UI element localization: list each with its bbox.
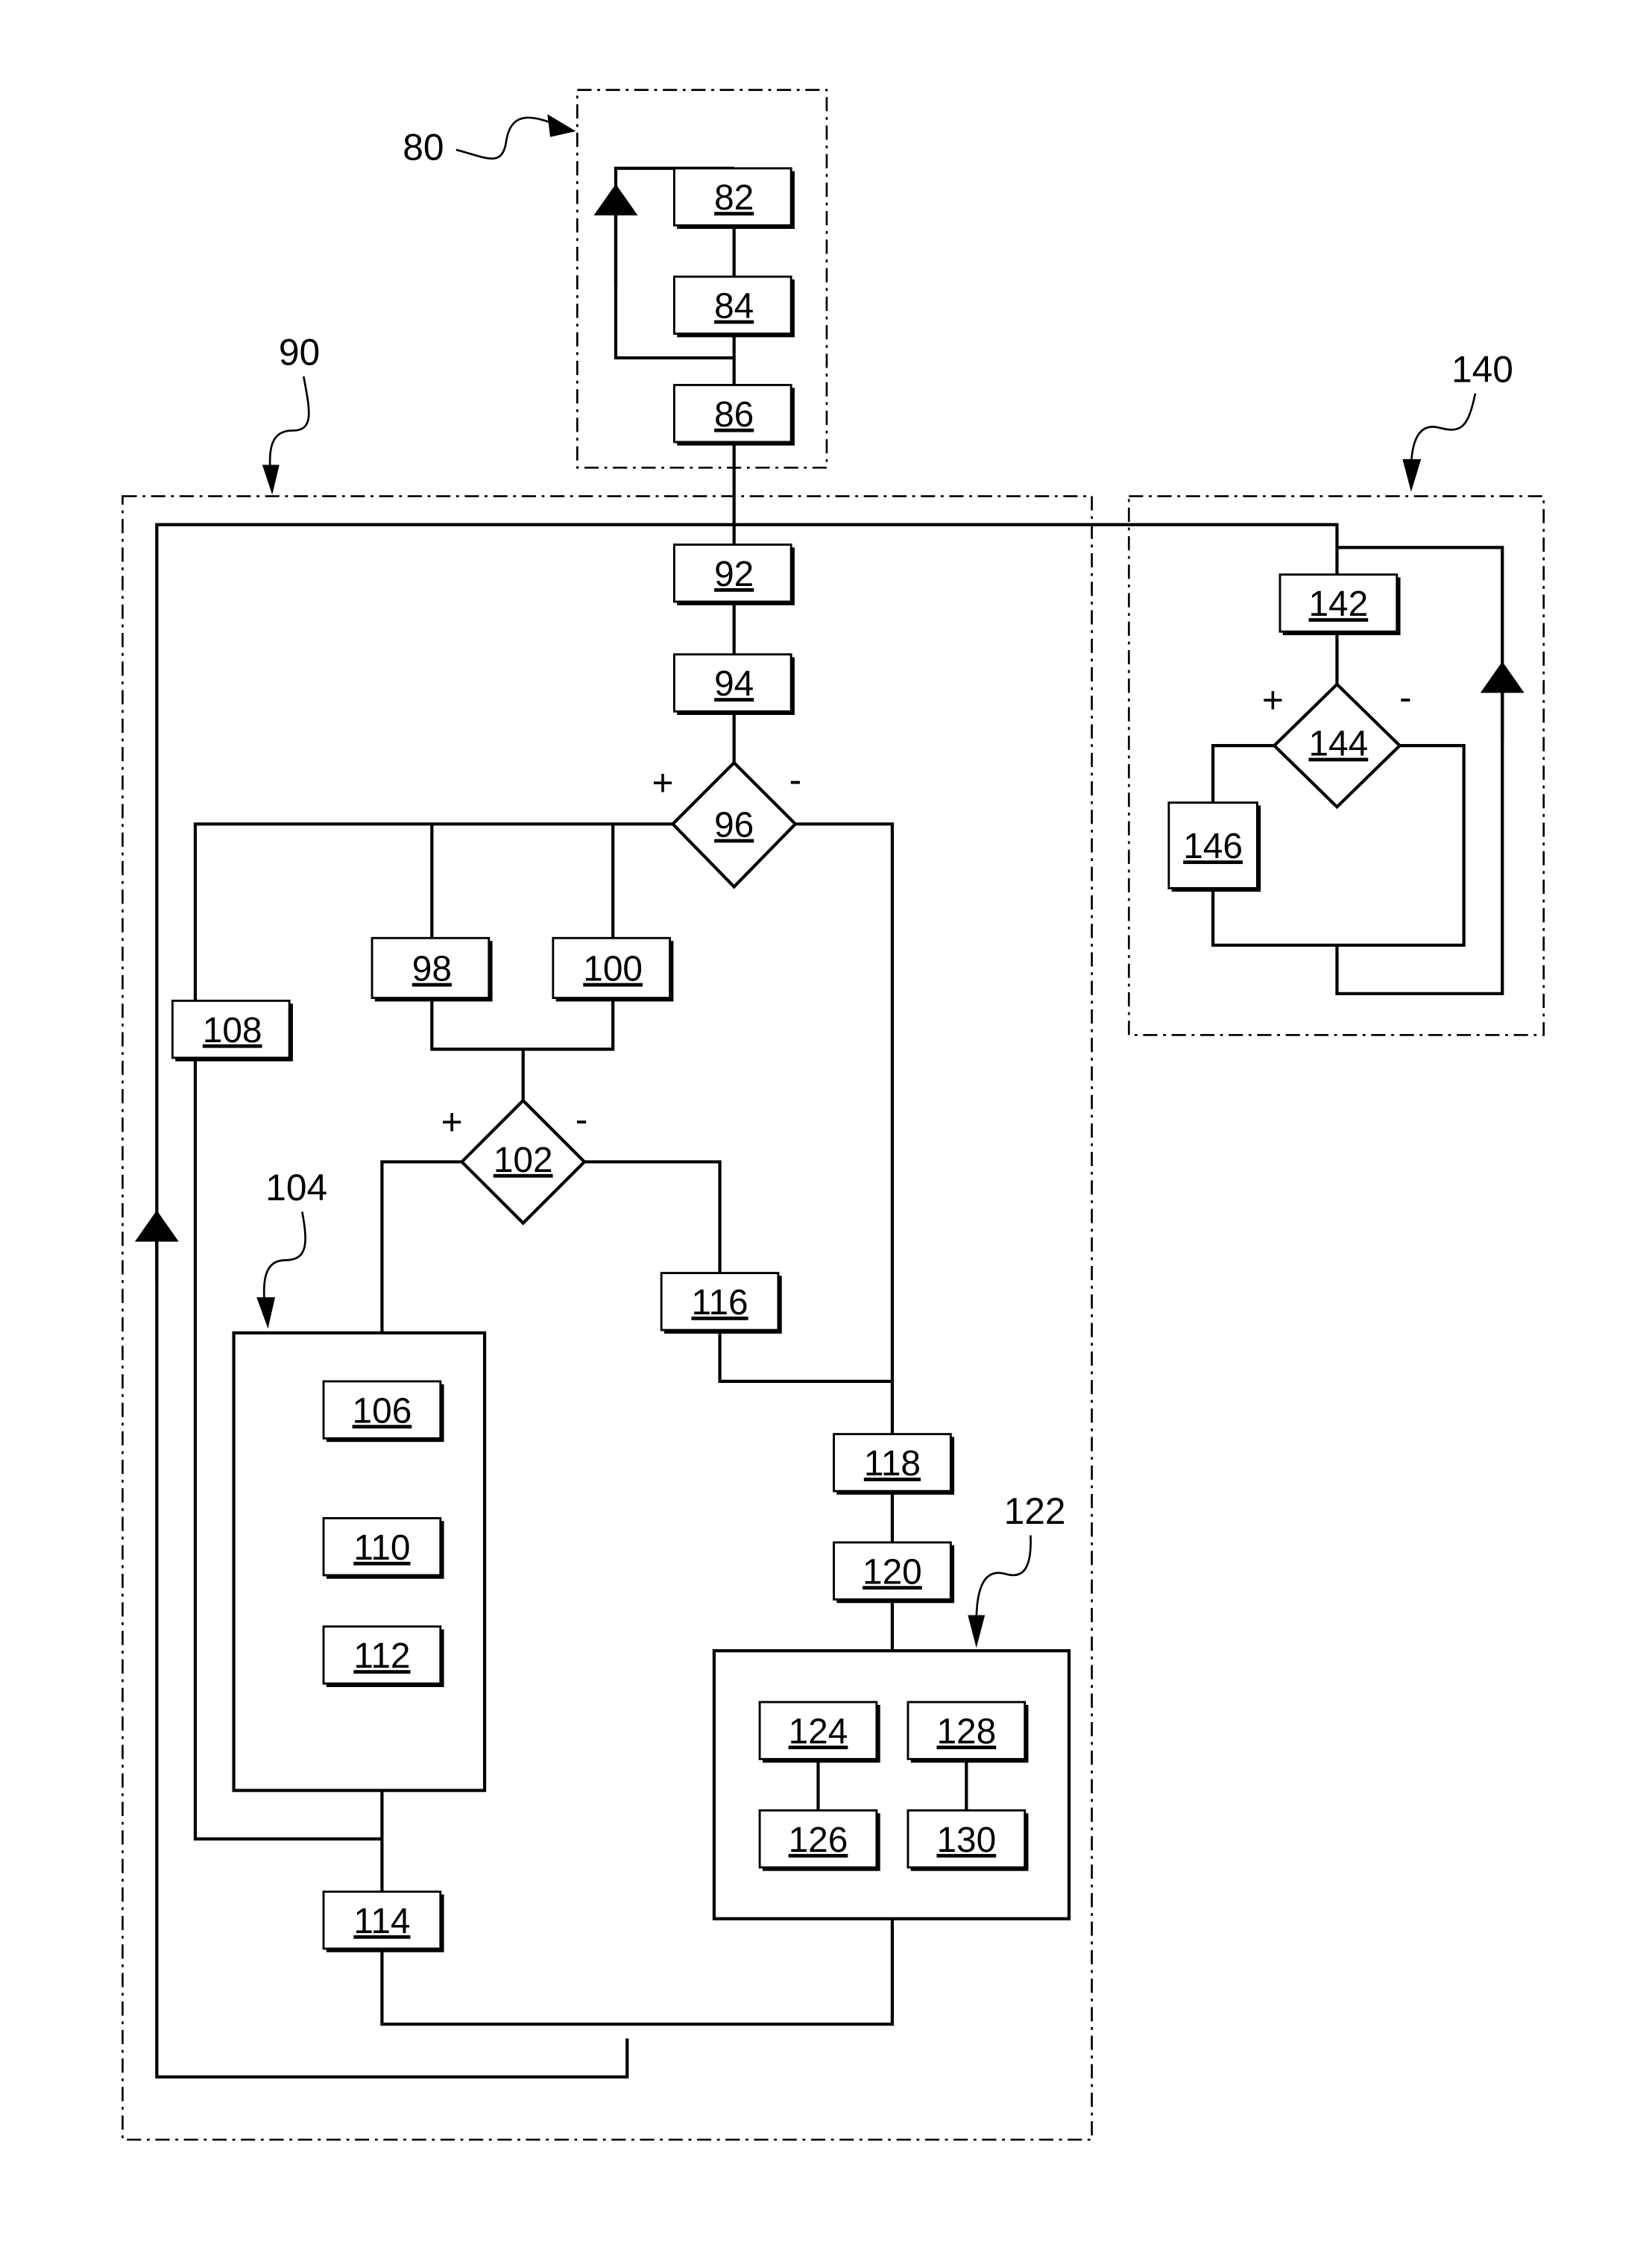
step-114[interactable]: 114 [322, 1890, 444, 1952]
step-110[interactable]: 110 [322, 1517, 444, 1579]
svg-text:-: - [789, 759, 802, 801]
svg-text:90: 90 [279, 332, 320, 374]
step-98[interactable]: 98 [371, 936, 493, 1002]
svg-text:86: 86 [714, 395, 754, 435]
step-86[interactable]: 86 [672, 383, 795, 446]
decision-96[interactable]: 96 + - [652, 759, 802, 889]
step-100[interactable]: 100 [552, 936, 674, 1002]
step-124[interactable]: 124 [758, 1701, 880, 1763]
svg-text:-: - [576, 1098, 588, 1140]
svg-text:114: 114 [353, 1902, 410, 1941]
svg-text:146: 146 [1183, 827, 1243, 866]
svg-text:124: 124 [789, 1712, 848, 1752]
svg-text:120: 120 [863, 1552, 922, 1592]
step-106[interactable]: 106 [322, 1380, 444, 1443]
svg-text:+: + [652, 762, 674, 804]
ref-140: 140 [1402, 349, 1513, 492]
svg-text:+: + [1262, 679, 1284, 721]
svg-text:106: 106 [353, 1391, 412, 1431]
svg-text:110: 110 [353, 1528, 410, 1568]
svg-text:116: 116 [691, 1283, 748, 1323]
group-140-boundary [1127, 495, 1545, 1036]
decision-144[interactable]: 144 + - [1262, 676, 1412, 810]
group-80-boundary [576, 89, 828, 469]
step-84[interactable]: 84 [672, 275, 795, 338]
svg-text:102: 102 [494, 1141, 553, 1180]
step-126[interactable]: 126 [758, 1809, 880, 1871]
step-118[interactable]: 118 [833, 1433, 955, 1495]
svg-text:128: 128 [936, 1712, 996, 1752]
svg-text:94: 94 [714, 664, 754, 704]
svg-text:112: 112 [353, 1636, 410, 1676]
svg-text:122: 122 [1004, 1490, 1066, 1532]
svg-text:104: 104 [265, 1167, 327, 1208]
svg-text:96: 96 [714, 806, 754, 845]
step-146[interactable]: 146 [1167, 801, 1261, 892]
svg-text:130: 130 [936, 1821, 996, 1860]
step-92[interactable]: 92 [672, 543, 795, 605]
svg-text:108: 108 [203, 1011, 262, 1050]
svg-text:144: 144 [1308, 725, 1368, 764]
step-82[interactable]: 82 [672, 167, 795, 230]
svg-text:82: 82 [714, 178, 754, 218]
svg-text:+: + [441, 1101, 463, 1143]
step-128[interactable]: 128 [907, 1701, 1029, 1763]
decision-102[interactable]: 102 + - [441, 1098, 588, 1226]
svg-text:84: 84 [714, 287, 754, 327]
ref-80: 80 [403, 114, 576, 168]
svg-text:118: 118 [864, 1444, 921, 1484]
svg-text:126: 126 [789, 1821, 848, 1860]
svg-text:98: 98 [412, 950, 452, 989]
step-112[interactable]: 112 [322, 1625, 444, 1688]
group-90-boundary [122, 495, 1093, 2141]
svg-text:140: 140 [1451, 349, 1513, 391]
svg-text:92: 92 [714, 555, 754, 594]
svg-text:100: 100 [583, 950, 643, 989]
group-122-block [712, 1649, 1071, 1920]
step-108[interactable]: 108 [171, 999, 293, 1062]
step-94[interactable]: 94 [672, 653, 795, 716]
ref-122: 122 [968, 1490, 1066, 1648]
svg-text:80: 80 [403, 126, 444, 168]
ref-90: 90 [262, 332, 320, 495]
svg-text:142: 142 [1308, 584, 1368, 624]
ref-104: 104 [256, 1167, 327, 1329]
step-116[interactable]: 116 [660, 1272, 782, 1334]
svg-text:-: - [1399, 676, 1412, 718]
step-130[interactable]: 130 [907, 1809, 1029, 1871]
step-142[interactable]: 142 [1279, 573, 1401, 635]
step-120[interactable]: 120 [833, 1541, 955, 1604]
